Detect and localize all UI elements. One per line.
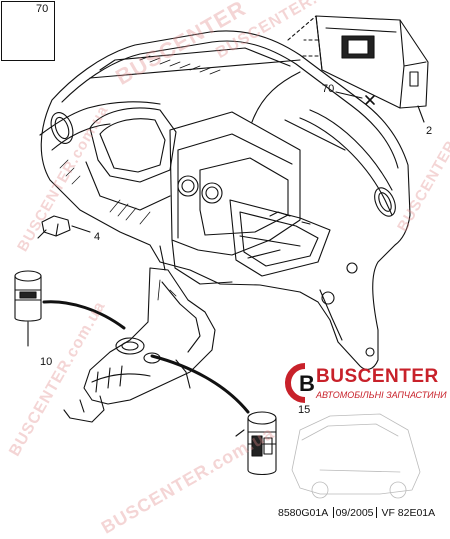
callout-70-inset: 70	[36, 3, 49, 15]
screw-mark	[335, 91, 375, 105]
drawing-code: 8580G01A	[278, 507, 328, 519]
brand-tagline: АВТОМОБІЛЬНІ ЗАПЧАСТИНИ	[316, 390, 447, 400]
callout-4: 4	[94, 231, 101, 243]
part-2-control-unit	[287, 15, 429, 123]
part-10-socket	[14, 270, 126, 347]
callout-70: 70	[322, 83, 335, 95]
drawing-ref: VF 82E01A	[381, 507, 436, 519]
dashboard-body	[39, 30, 411, 370]
buscenter-logo: B	[285, 361, 325, 405]
callout-10: 10	[40, 356, 53, 368]
separator	[332, 507, 334, 518]
part-15-socket	[150, 354, 277, 476]
drawing-date: 09/2005	[335, 507, 374, 519]
part-4-connector	[37, 215, 91, 239]
screw-inset-frame	[1, 1, 55, 61]
drawing-reference: 8580G01A 09/2005 VF 82E01A	[278, 507, 435, 519]
van-sketch	[291, 413, 421, 499]
callout-2: 2	[426, 125, 433, 137]
floor-console	[63, 267, 216, 423]
svg-text:B: B	[299, 371, 315, 396]
brand-name: BUSCENTER	[316, 366, 439, 387]
leader-2	[251, 71, 301, 123]
separator	[375, 507, 377, 518]
callout-15: 15	[298, 404, 311, 416]
